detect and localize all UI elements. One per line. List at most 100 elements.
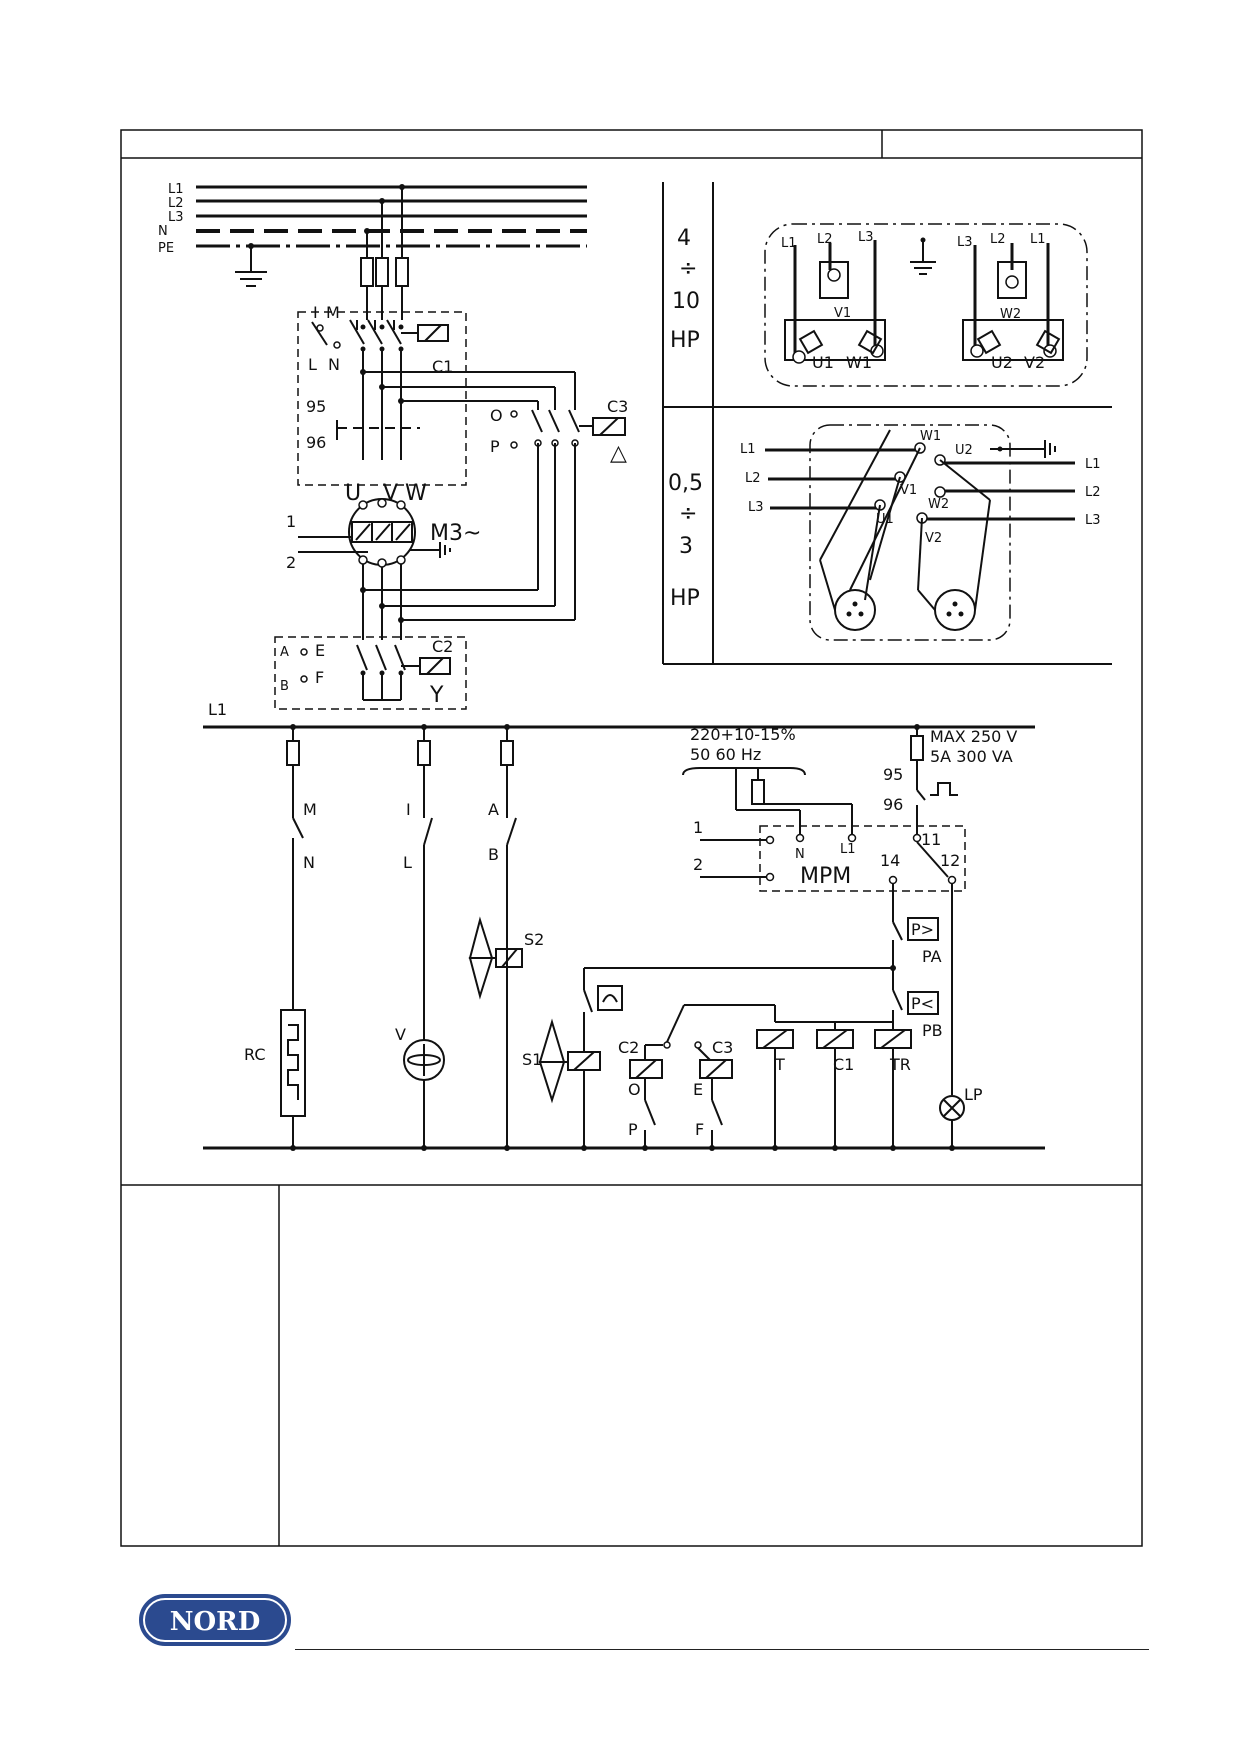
interlock-e: E	[693, 1080, 703, 1099]
terminal-box-4-10hp: 4 ÷ 10 HP L1 L2 L3 V1 U1 W1 L3 L2 L1	[670, 223, 1088, 387]
range-bottom-unit: HP	[670, 586, 700, 611]
range-bottom-to: 3	[679, 534, 693, 559]
range-top-unit: HP	[670, 328, 700, 353]
ground-icon	[235, 271, 267, 287]
relay-rating-max: MAX 250 V	[930, 727, 1017, 746]
footer-rule	[295, 1649, 1149, 1650]
mpm-module	[759, 825, 966, 892]
logo-text: NORD	[170, 1607, 261, 1637]
tb-bottom-left-l3: L3	[748, 500, 764, 515]
fan-icon	[403, 1039, 445, 1081]
relay-rating-power: 5A 300 VA	[930, 747, 1013, 766]
control-circuit: L1 M N RC I L V	[203, 700, 1045, 1151]
main-contactor-box: I M L N C1 95 96	[297, 303, 467, 486]
tb-top-right-u: U2	[991, 353, 1013, 372]
contact-f: F	[315, 668, 324, 687]
delta-symbol: △	[610, 441, 627, 466]
load-s2: S2	[524, 930, 544, 949]
delta-contactor: O P C3 △	[360, 369, 628, 620]
load-pb: PB	[922, 1021, 943, 1040]
switch-b: B	[488, 845, 499, 864]
tb-top-left-v: V1	[834, 306, 851, 321]
tb-top-right-l2: L2	[990, 232, 1006, 247]
switch-l: L	[403, 853, 412, 872]
mpm-terminal-11: 11	[921, 830, 941, 849]
pb-box-label: P<	[911, 994, 934, 1013]
terminal-box-panels	[662, 182, 1112, 665]
tb-top-right-l3: L3	[957, 235, 973, 250]
contact-b: B	[280, 679, 289, 694]
coil-label-tr: TR	[889, 1055, 911, 1074]
tb-top-right-w: W2	[1000, 307, 1021, 322]
tb-bottom-left-l2: L2	[745, 471, 761, 486]
control-line-label: L1	[208, 700, 227, 719]
range-top-sep: ÷	[679, 256, 697, 281]
mpm-terminal-n: N	[795, 847, 805, 862]
ctrl-overload-96: 96	[883, 795, 903, 814]
tb-bottom-w1: W1	[920, 429, 941, 444]
pa-box-label: P>	[911, 920, 934, 939]
range-bottom-sep: ÷	[679, 501, 697, 526]
tb-top-right-l1: L1	[1030, 232, 1046, 247]
load-lp: LP	[964, 1085, 983, 1104]
range-bottom-from: 0,5	[668, 471, 703, 496]
contact-p: P	[490, 437, 500, 456]
supply-label-pe: PE	[158, 241, 174, 256]
mpm-input-2: 2	[693, 855, 703, 874]
tb-bottom-right-l1: L1	[1085, 457, 1101, 472]
load-pa: PA	[922, 947, 942, 966]
coil-c2: C2	[432, 637, 453, 656]
range-top-to: 10	[672, 289, 700, 314]
contact-l: L	[308, 355, 317, 374]
mpm-terminal-l1: L1	[840, 842, 856, 857]
range-top-from: 4	[677, 226, 691, 251]
tb-bottom-v2: V2	[925, 531, 942, 546]
supply-label-n: N	[158, 224, 168, 239]
tb-top-left-l1: L1	[781, 236, 797, 251]
tb-bottom-w2: W2	[928, 497, 949, 512]
supply-lines: L1 L2 L3 N PE	[158, 182, 587, 287]
mpm-label: MPM	[800, 864, 851, 889]
motor-terminal-u: U	[345, 481, 361, 506]
switch-m: M	[303, 800, 317, 819]
contact-n: N	[328, 355, 340, 374]
tb-top-left-u: U1	[812, 353, 834, 372]
load-rc: RC	[244, 1045, 266, 1064]
contact-m: M	[326, 303, 340, 322]
tb-bottom-u2: U2	[955, 443, 973, 458]
coil-label-c1: C1	[833, 1055, 854, 1074]
supply-spec-frequency: 50 60 Hz	[690, 745, 761, 764]
contact-e: E	[315, 641, 325, 660]
supply-spec-voltage: 220+10-15%	[690, 725, 796, 744]
coil-label-t: T	[774, 1055, 785, 1074]
valve-s2-icon	[468, 916, 496, 1000]
tb-bottom-right-l2: L2	[1085, 485, 1101, 500]
lamp-icon	[939, 1095, 965, 1121]
switch-a: A	[488, 800, 499, 819]
tb-top-right-v: V2	[1024, 353, 1045, 372]
tb-top-left-w: W1	[846, 353, 872, 372]
terminal-box-05-3hp: 0,5 ÷ 3 HP L1 L2 L3 L1 L2 L3 W1 U2 V1 W2…	[668, 424, 1101, 641]
contact-o: O	[490, 406, 503, 425]
interlock-o: O	[628, 1080, 641, 1099]
motor-terminal-w: W	[405, 481, 427, 506]
contact-i: I	[313, 303, 318, 322]
nord-logo: NORD	[136, 1591, 294, 1649]
mpm-terminal-14: 14	[880, 851, 900, 870]
mpm-terminal-12: 12	[940, 851, 960, 870]
motor-label: M3~	[430, 521, 481, 546]
coil-label-c2: C2	[618, 1038, 639, 1057]
ground-icon	[910, 237, 936, 275]
overload-96: 96	[306, 433, 326, 452]
switch-i: I	[406, 800, 411, 819]
motor-m3: U V W M3~ 1 2	[286, 481, 575, 640]
star-contactor-box: A E B F C2 Y	[274, 636, 467, 710]
contact-a: A	[280, 645, 289, 660]
load-v: V	[395, 1025, 406, 1044]
tb-bottom-v1: V1	[900, 483, 917, 498]
ctrl-overload-95: 95	[883, 765, 903, 784]
tb-bottom-left-l1: L1	[740, 442, 756, 457]
interlock-f: F	[695, 1120, 704, 1139]
coil-label-c3: C3	[712, 1038, 733, 1057]
